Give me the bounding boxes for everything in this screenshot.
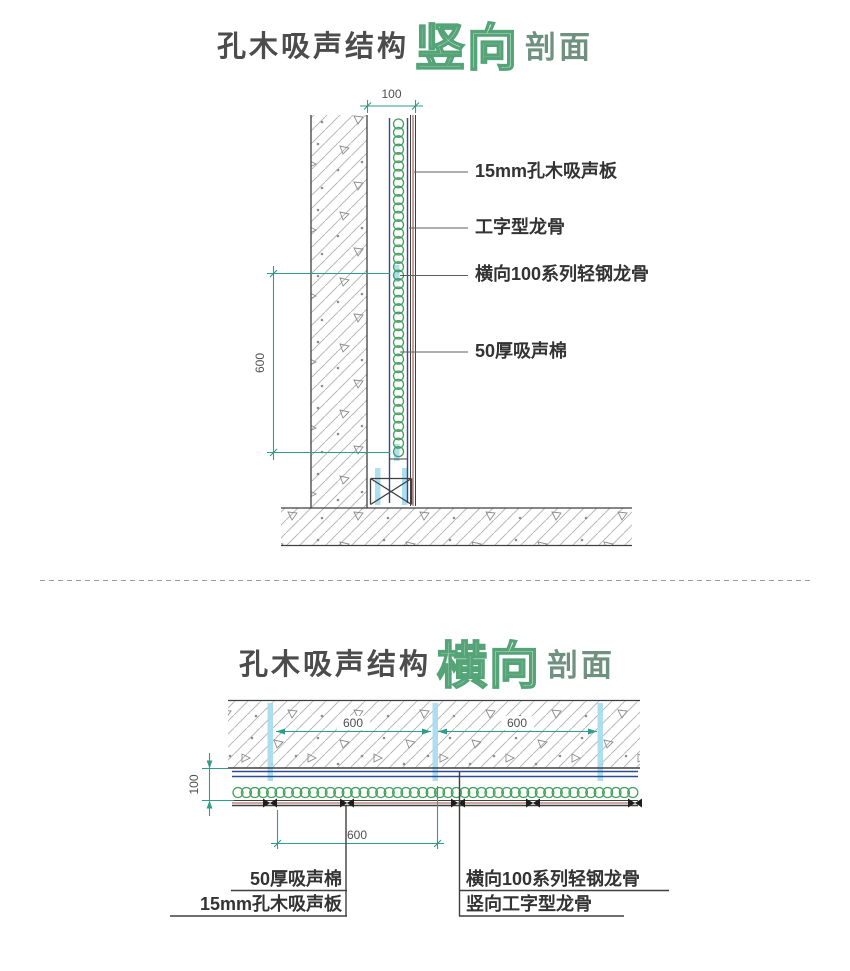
- dimension-value-top: 100: [381, 87, 401, 101]
- vertical-i-keel-symbols: [263, 798, 642, 808]
- light-steel-keel-lines: [388, 118, 409, 503]
- title-prefix: 孔木吸声结构: [216, 31, 409, 63]
- label-leader-lines: [400, 171, 468, 353]
- title-highlight: 竖向: [414, 19, 519, 77]
- title-suffix: 剖面: [525, 29, 593, 65]
- slab-borders: [228, 699, 640, 769]
- dimension-left-100: 100: [187, 753, 234, 816]
- insulation-coil-vertical: [392, 118, 405, 458]
- label-i-shaped-keel: 工字型龙骨: [475, 217, 565, 237]
- label-acoustic-panel-h: 15mm孔木吸声板: [199, 894, 342, 914]
- label-insulation: 50厚吸声棉: [475, 341, 568, 361]
- title-suffix: 剖面: [547, 647, 615, 683]
- vertical-section-title: 孔木吸声结构 竖向 剖面: [0, 16, 830, 77]
- horizontal-section-drawing: 600 600 100: [170, 699, 669, 917]
- acoustic-panel-lines-h: [232, 800, 638, 807]
- light-steel-keel-lines-h: [232, 770, 638, 778]
- label-vertical-i-keel-h: 竖向工字型龙骨: [466, 894, 592, 914]
- dimension-bottom-600: 600: [271, 786, 444, 849]
- dimension-value-bottom: 600: [347, 828, 367, 842]
- dimension-value-left-h: 100: [187, 774, 201, 794]
- dimension-value-slab-right: 600: [507, 716, 527, 730]
- horizontal-section-title: 孔木吸声结构 横向 剖面: [2, 634, 850, 695]
- keel-cross-markers-h: [267, 703, 603, 781]
- acoustic-panel-lines: [410, 115, 416, 506]
- dimension-slab-600-left: 600: [276, 716, 431, 735]
- floor-slab-hatch: [281, 507, 632, 547]
- vertical-section-drawing: 100 600: [253, 87, 632, 547]
- label-acoustic-panel: 15mm孔木吸声板: [475, 161, 618, 181]
- title-highlight: 横向: [436, 637, 541, 695]
- label-steel-keel-h: 横向100系列轻钢龙骨: [466, 869, 641, 889]
- bottom-label-leaders: [170, 772, 669, 917]
- insulation-coil-horizontal: [232, 786, 639, 799]
- label-insulation-h: 50厚吸声棉: [249, 869, 342, 889]
- dimension-value-slab-left: 600: [343, 716, 363, 730]
- wall-hatch: [310, 115, 368, 508]
- dimension-top-100: 100: [360, 87, 423, 113]
- dimension-value-left: 600: [253, 353, 267, 373]
- dimension-slab-600-right: 600: [438, 716, 597, 735]
- keel-cross-markers: [375, 265, 408, 505]
- dimension-left-600: 600: [253, 266, 390, 460]
- floor-track-bracket: [369, 477, 413, 506]
- title-prefix: 孔木吸声结构: [238, 649, 431, 681]
- label-steel-keel: 横向100系列轻钢龙骨: [475, 264, 650, 284]
